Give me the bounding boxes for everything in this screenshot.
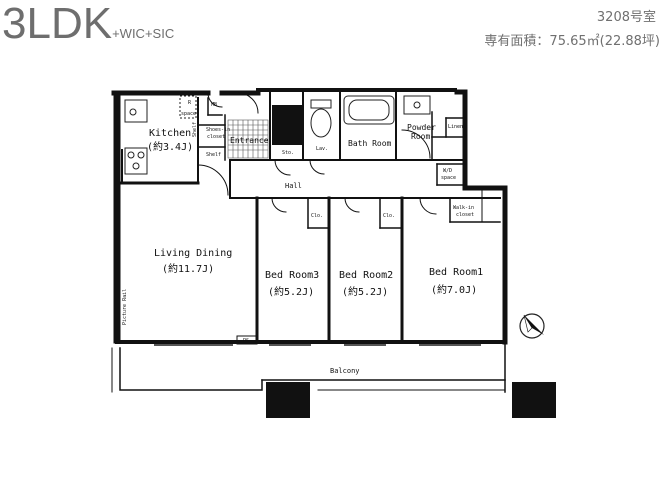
ps-box [236,335,258,345]
balcony-outline [119,347,263,391]
linen-label: Linen [448,124,463,130]
unit-number: 3208号室 [596,10,656,25]
basin-drain-icon [413,101,421,109]
powder-label-2: Room [411,132,430,141]
lav-label: Lav. [316,146,328,152]
picture-rail-label: Picture Rail [122,289,128,325]
toilet [310,108,332,138]
entrance-tiles [227,119,269,159]
walkin-label-2: closet [456,212,474,218]
shelf-label-2: Shelf [206,152,221,158]
powder-label-1: Powder [407,123,436,132]
sink-drain-icon [129,108,137,116]
pillar [272,105,302,145]
bed1-label: Bed Room1 [429,267,483,278]
floor-area: 専有面積：75.65㎡(22.88坪) [484,34,660,49]
kitchen-label: Kitchen [149,128,191,139]
walkin-label-1: Walk-in [453,205,474,211]
r-space-label-1: R [188,100,192,106]
shoes-label-1: Shoes-in [206,127,230,133]
bathtub-inner [348,99,390,121]
living-dining-size: (約11.7J) [162,262,214,275]
shoes-label-2: closet [207,134,225,140]
stove [124,147,148,175]
clo-label-2: Clo. [383,213,395,219]
living-dining-label: Living Dining [154,248,232,259]
refrigerator-space [179,95,197,119]
toilet-tank [310,99,332,109]
ps-label: PS [243,338,249,344]
wd-label-1: W/D [443,168,452,174]
pillar [266,382,310,418]
outer-wall [454,89,508,345]
powder-basin [403,95,431,115]
bath-label: Bath Room [348,139,392,148]
entrance-label: Entrance [230,136,269,145]
burner-icon [127,151,135,159]
bed2-label: Bed Room2 [339,270,393,281]
hall-label: Hall [285,182,302,190]
mb-label: MB [211,102,217,108]
wd-label-2: space [441,175,456,181]
clo-label-1: Clo. [311,213,323,219]
kitchen-sink [124,99,148,123]
r-space-label-2: space [181,111,196,117]
burner-icon [132,162,140,170]
bed1-size: (約7.0J) [431,283,477,296]
layout-type-title: 3LDK+WIC+SIC [2,0,174,62]
sto-label: Sto. [282,150,294,156]
layout-extras: +WIC+SIC [112,26,175,41]
bed3-size: (約5.2J) [268,285,314,298]
burner-icon [137,151,145,159]
bed2-size: (約5.2J) [342,285,388,298]
bed3-label: Bed Room3 [265,270,319,281]
layout-type: 3LDK [2,0,113,48]
shelf-label-1: Shelf [192,122,198,137]
balcony-label: Balcony [330,367,360,375]
pillar [512,382,556,418]
north-arrow-icon [519,313,545,339]
bathtub [343,95,395,125]
kitchen-size: (約3.4J) [147,140,193,153]
